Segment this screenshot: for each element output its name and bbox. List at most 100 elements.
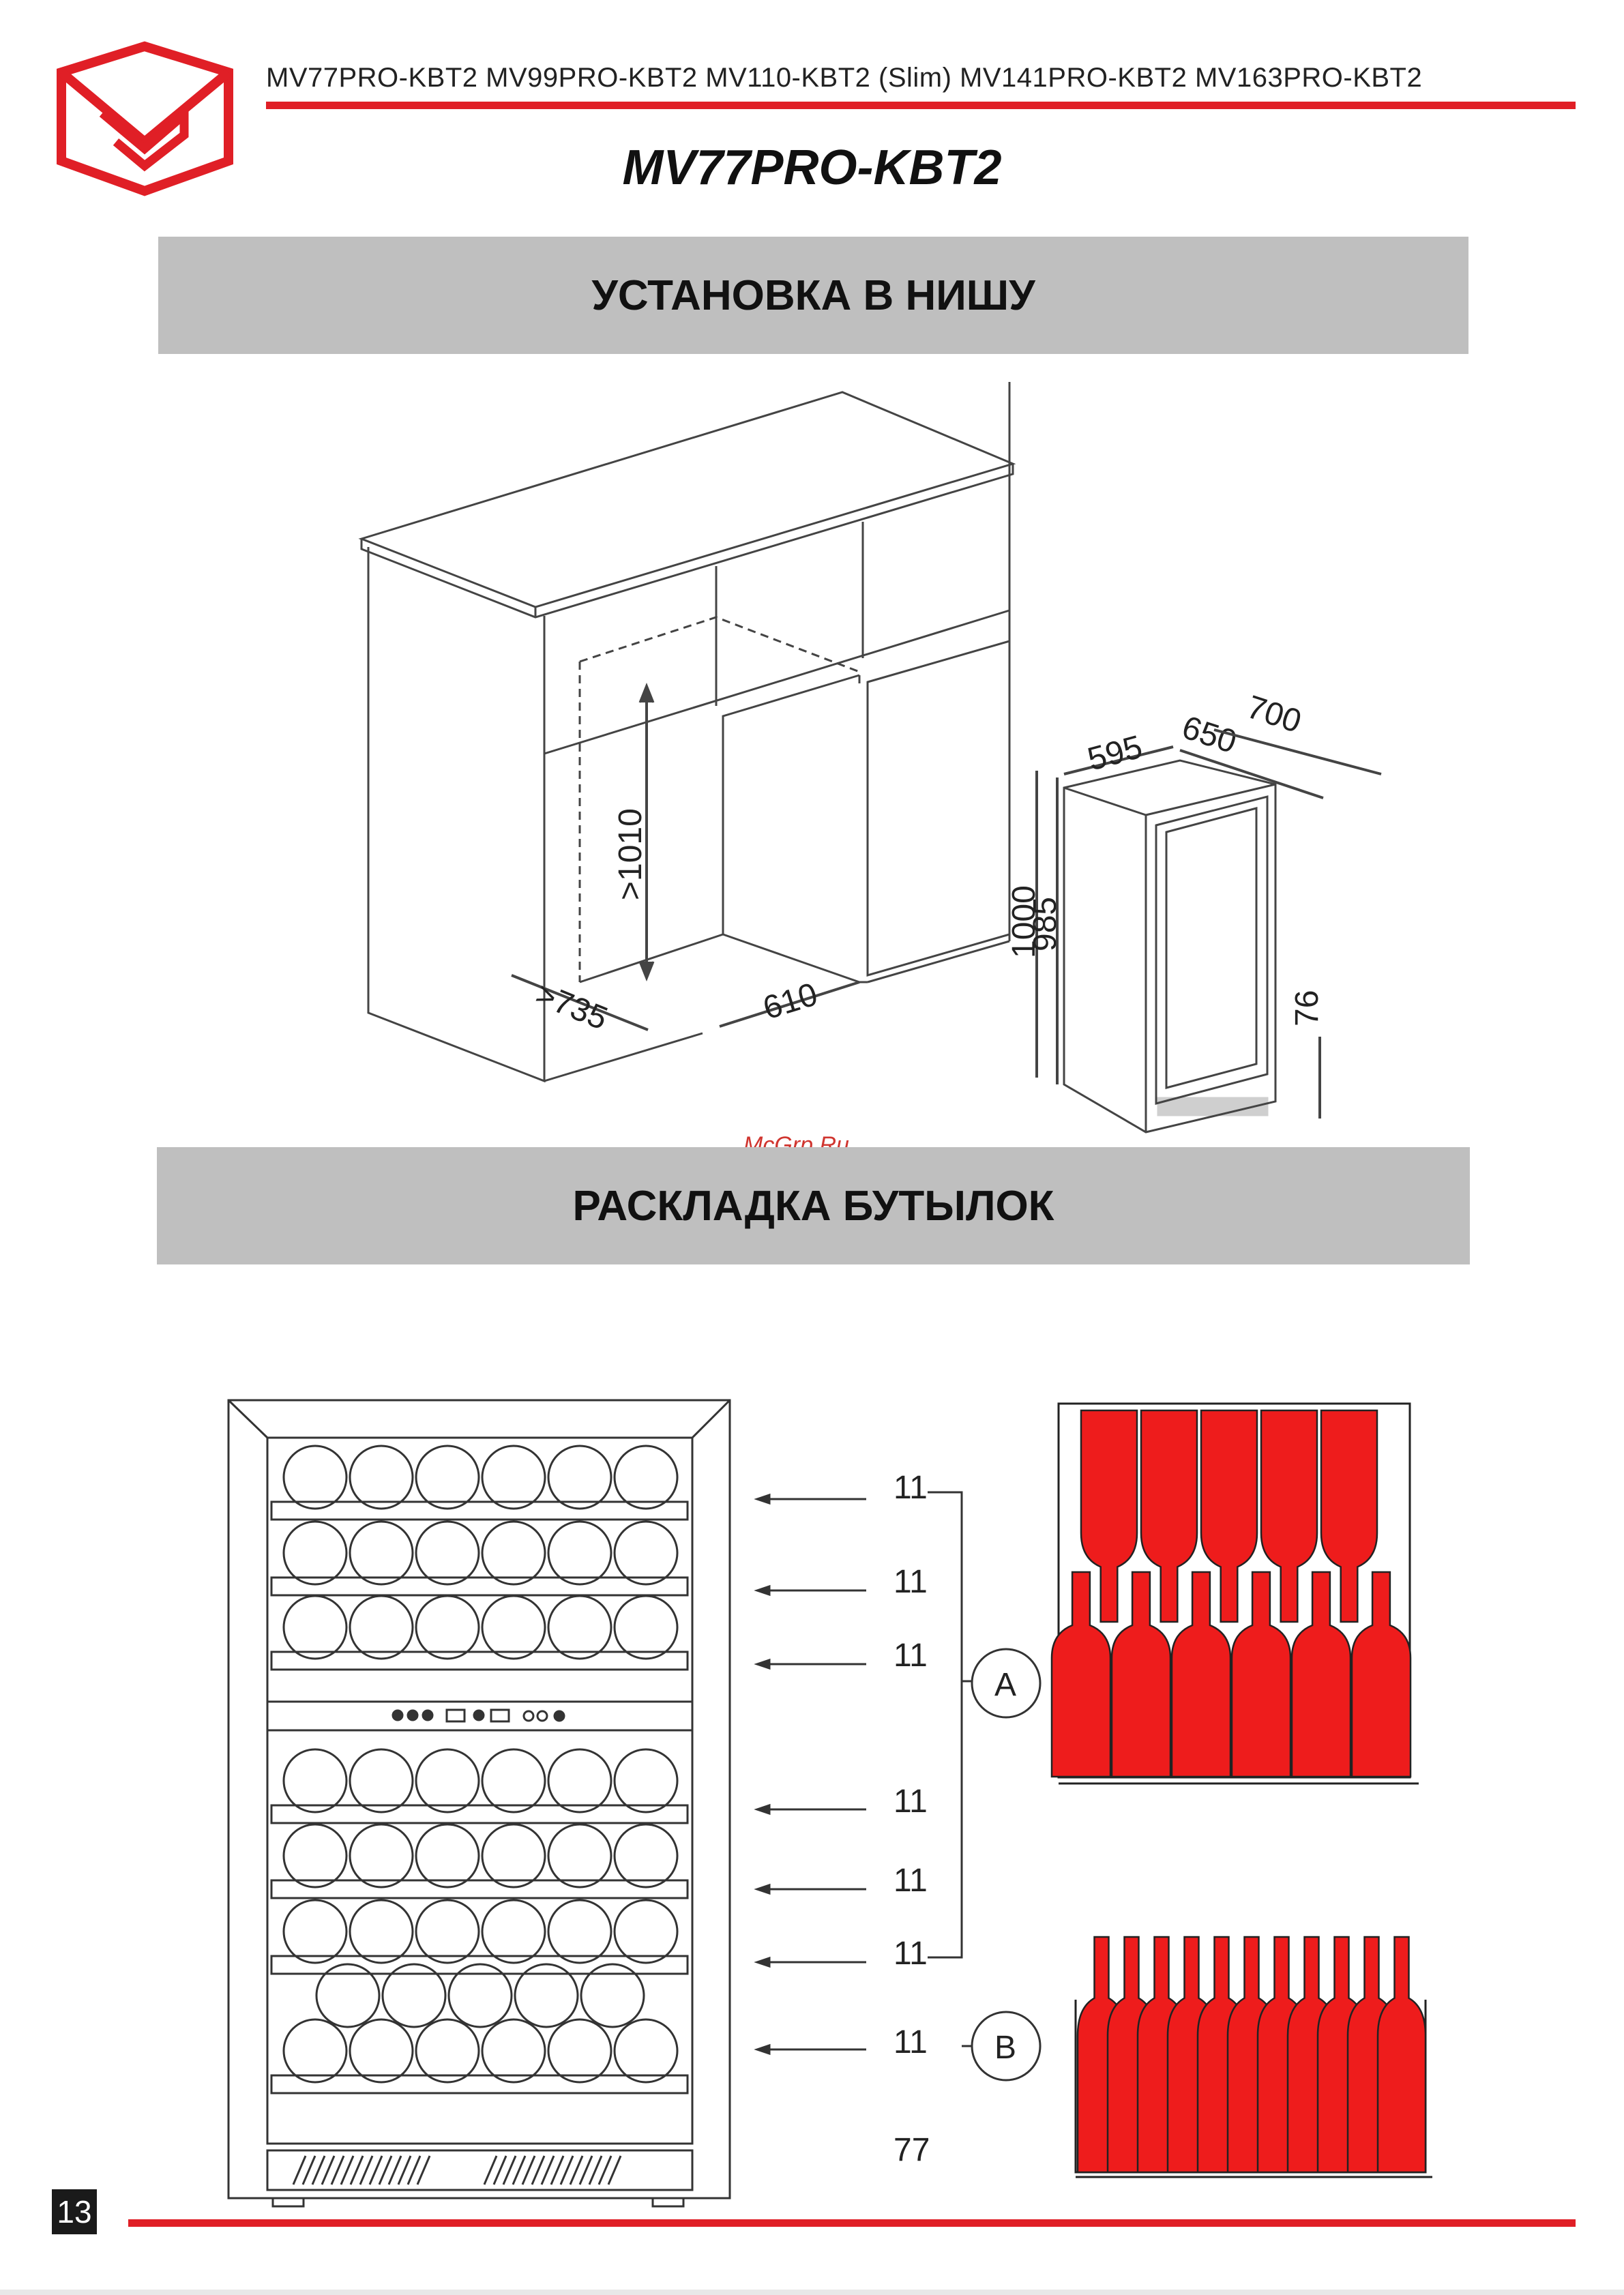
control-button-icon <box>423 1711 432 1720</box>
rack-side-views <box>1044 1391 1460 2203</box>
bottle-end <box>416 1749 479 1812</box>
arrow-head-icon <box>757 1885 769 1893</box>
bottle-end <box>284 1824 346 1887</box>
bottle-end <box>482 1900 545 1963</box>
bottle-end <box>548 1522 611 1584</box>
model-list: MV77PRO-KBT2 MV99PRO-KBT2 MV110-KBT2 (Sl… <box>266 63 1422 93</box>
model-title: MV77PRO-KBT2 <box>0 140 1624 196</box>
arrow-head-icon <box>757 1660 769 1668</box>
arrow-head-icon <box>757 2045 769 2054</box>
shelf-count-5: 11 <box>894 1863 928 1899</box>
section-installation: УСТАНОВКА В НИШУ <box>158 237 1468 354</box>
dim-niche-depth: >735 <box>531 976 612 1037</box>
bottle-end <box>416 1900 479 1963</box>
bottle-end <box>416 1596 479 1659</box>
bottle-icon <box>1378 1937 1426 2172</box>
dim-unit-height-985: 985 <box>1027 897 1063 951</box>
section-bottles: РАСКЛАДКА БУТЫЛОК <box>157 1147 1470 1264</box>
footer-divider <box>128 2219 1576 2227</box>
foot-right <box>653 2198 683 2206</box>
shelf <box>271 1652 688 1670</box>
group-label-b: B <box>994 2030 1016 2066</box>
section-title-bottles: РАСКЛАДКА БУТЫЛОК <box>572 1182 1054 1230</box>
bottle-end <box>482 1446 545 1509</box>
bottle-end <box>548 1824 611 1887</box>
dim-plinth: 76 <box>1289 990 1325 1026</box>
bottle-end <box>350 1900 413 1963</box>
shelf-count-4: 11 <box>894 1783 928 1820</box>
control-button-icon <box>524 1711 533 1721</box>
shelf <box>271 1805 688 1823</box>
bottle-end <box>615 1522 677 1584</box>
total-bottles: 77 <box>894 2132 930 2168</box>
bottle-end <box>548 1900 611 1963</box>
shelf <box>271 1502 688 1520</box>
bottle-end <box>615 1824 677 1887</box>
shelf <box>271 1578 688 1595</box>
bottle-end <box>615 2019 677 2082</box>
bottle-end <box>482 1824 545 1887</box>
control-button-icon <box>555 1711 564 1721</box>
rack-a-side-view <box>1052 1404 1419 1783</box>
bottle-end <box>416 1522 479 1584</box>
dim-niche-height: >1010 <box>612 808 649 900</box>
bottle-end <box>482 2019 545 2082</box>
shelf-count-7: 11 <box>894 2024 928 2060</box>
shelf-count-6: 11 <box>894 1936 928 1972</box>
shelf-arrows <box>757 1495 866 2054</box>
bottle-end <box>615 1900 677 1963</box>
section-title-installation: УСТАНОВКА В НИШУ <box>591 271 1035 320</box>
bottle-end <box>350 1824 413 1887</box>
bottle-end <box>284 2019 346 2082</box>
bottle-end <box>548 2019 611 2082</box>
bottle-end <box>284 1596 346 1659</box>
shelf <box>271 2075 688 2093</box>
bottle-end <box>548 1446 611 1509</box>
wine-cooler-outline <box>1064 760 1275 1132</box>
bottle-end <box>416 1446 479 1509</box>
arrow-head-icon <box>757 1958 769 1966</box>
bottle-layout-diagram: 11 11 11 11 11 11 11 A B 77 <box>218 1391 1057 2210</box>
bottle-end <box>482 1522 545 1584</box>
foot-left <box>273 2198 304 2206</box>
bottle-end <box>284 1522 346 1584</box>
dim-unit-depth-700: 700 <box>1243 689 1306 740</box>
bottle-end <box>615 1749 677 1812</box>
group-label-a: A <box>994 1667 1016 1703</box>
niche-opening <box>580 617 859 982</box>
bottle-end <box>615 1596 677 1659</box>
cabinet-body <box>368 547 544 1081</box>
countertop <box>361 392 1013 607</box>
shelf-count-3: 11 <box>894 1638 928 1674</box>
door-frame <box>228 1400 730 1438</box>
dim-niche-width: 610 <box>759 976 822 1026</box>
bottle-end <box>350 1446 413 1509</box>
bottle-end <box>615 1446 677 1509</box>
bottle-icon <box>1352 1572 1411 1777</box>
bottle-end <box>416 1824 479 1887</box>
bottle-end <box>350 1749 413 1812</box>
display-icon <box>447 1710 464 1721</box>
bottom-edge <box>0 2290 1624 2295</box>
control-button-icon <box>393 1711 402 1720</box>
bottle-end <box>416 2019 479 2082</box>
niche-installation-diagram: >1010 >735 610 1000 985 595 650 700 76 <box>355 382 1391 1146</box>
bottle-end <box>482 1596 545 1659</box>
shelf-count-1: 11 <box>894 1470 928 1506</box>
control-button-icon <box>408 1711 417 1720</box>
bottle-rows <box>271 1446 688 2093</box>
control-button-icon <box>537 1711 547 1721</box>
control-button-icon <box>474 1711 484 1720</box>
shelf <box>271 1880 688 1898</box>
bottle-end <box>350 1596 413 1659</box>
page-number: 13 <box>52 2189 97 2234</box>
bottle-end <box>284 1446 346 1509</box>
bottle-end <box>284 1900 346 1963</box>
arrow-head-icon <box>757 1805 769 1813</box>
cabinet-front <box>228 1400 730 2206</box>
bottle-end <box>482 1749 545 1812</box>
bottle-end <box>350 2019 413 2082</box>
header-divider <box>266 102 1576 109</box>
rack-b-side-view <box>1076 1937 1432 2177</box>
bottle-end <box>548 1749 611 1812</box>
